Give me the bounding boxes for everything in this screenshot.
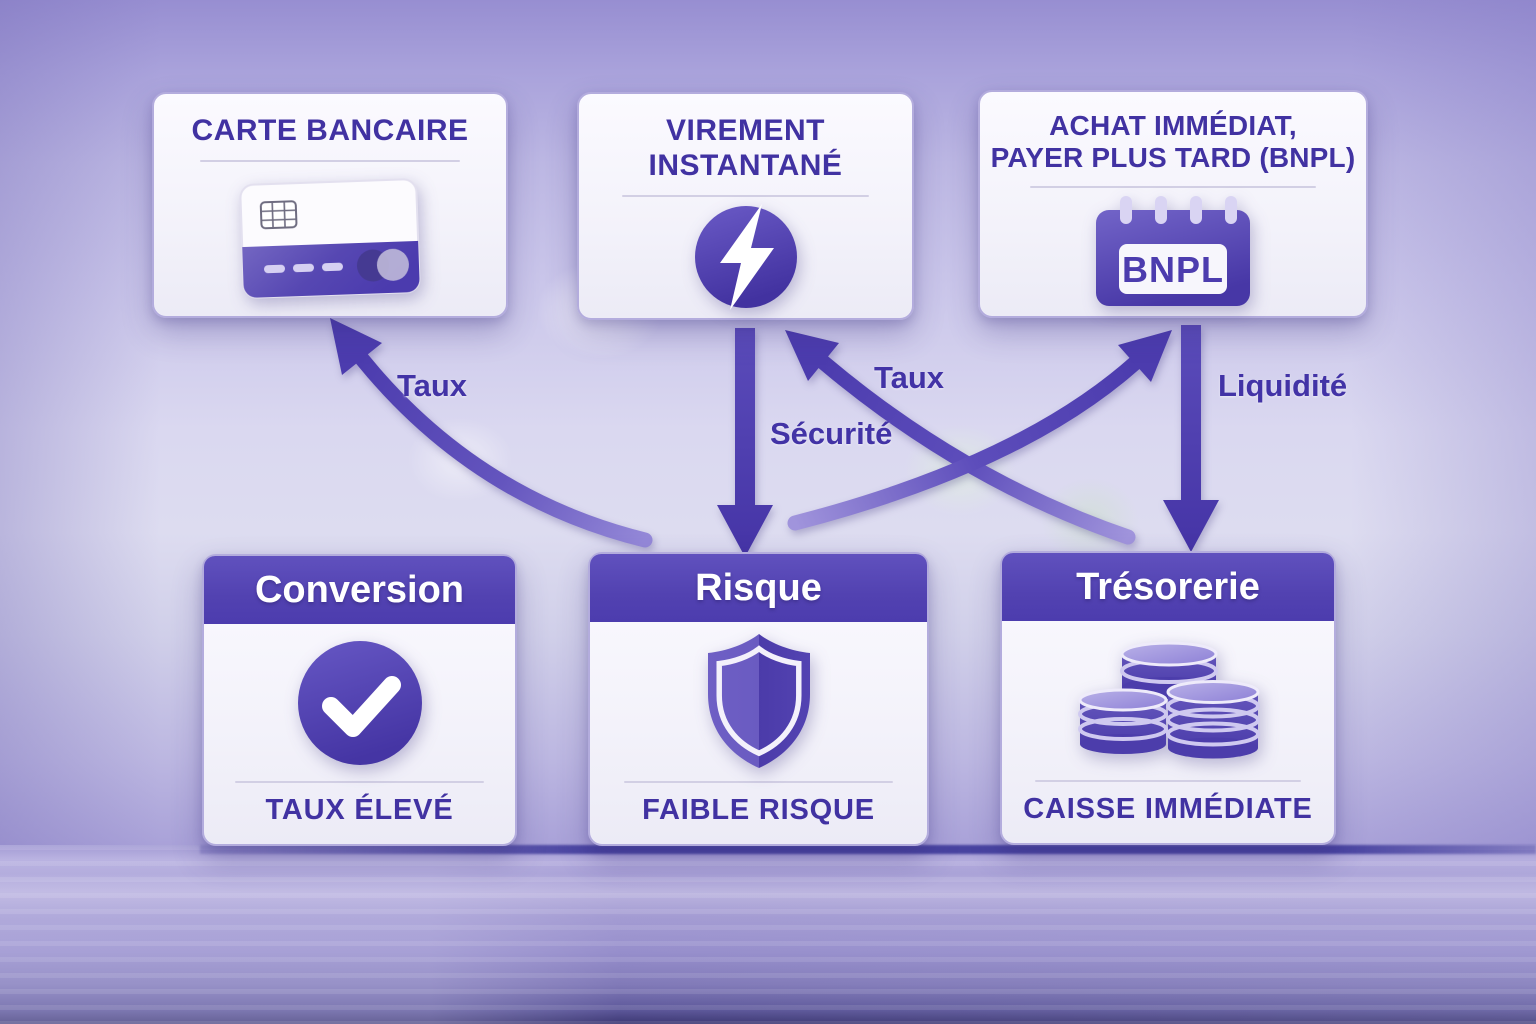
card-header-title: Trésorerie [1076,565,1260,608]
divider [199,159,461,162]
arrow-label-taux-right: Taux [874,360,945,395]
card-header-title: Conversion [254,568,465,611]
card-caption: TAUX ÉLEVÉ [265,794,454,826]
card-tresorerie: Trésorerie [1000,551,1336,845]
arrow-label-securite: Sécurité [770,416,893,451]
bnpl-calendar-icon: BNPL [1096,195,1250,306]
bnpl-calendar-label: BNPL [1122,249,1224,290]
divider [1035,780,1301,782]
card-title: VIREMENT INSTANTANÉ [649,114,843,184]
card-header: Risque [590,554,927,622]
card-header: Trésorerie [1002,553,1334,621]
card-carte-bancaire: CARTE BANCAIRE [152,92,508,318]
check-circle-icon [297,640,422,765]
coin-stack-left [1078,688,1168,754]
table-edge-line [200,845,1536,854]
card-achat-immediat-bnpl: ACHAT IMMÉDIAT, PAYER PLUS TARD (BNPL) B… [978,90,1368,318]
card-title-line1: ACHAT IMMÉDIAT, [1049,110,1297,141]
arrow-label-liquidite: Liquidité [1218,368,1348,403]
card-conversion: Conversion TAUX ÉLEVÉ [202,554,517,846]
card-caption: CAISSE IMMÉDIATE [1023,793,1313,825]
coin-stack-right [1166,679,1260,758]
arrow-virement-to-risque [717,328,773,557]
arrow-risque-to-carte-bancaire [330,318,653,548]
card-title-line1: VIREMENT [665,114,825,147]
card-header: Conversion [204,556,515,624]
shield-icon [707,633,810,768]
arrow-bnpl-to-tresorerie [1163,325,1219,552]
lightning-icon [694,204,797,311]
card-caption: FAIBLE RISQUE [642,794,875,826]
card-risque: Risque FAIBLE RISQUE [588,552,929,846]
card-title-line2: PAYER PLUS TARD (BNPL) [990,142,1356,174]
card-title-line1: CARTE BANCAIRE [191,114,469,147]
coins-icon [1078,641,1260,758]
card-title: CARTE BANCAIRE [192,114,469,149]
card-title: ACHAT IMMÉDIAT, PAYER PLUS TARD (BNPL) [991,110,1356,175]
divider [1030,185,1316,188]
divider [623,781,894,783]
card-header-title: Risque [695,566,822,609]
table-surface [0,845,1536,1024]
credit-card-icon [239,178,421,299]
arrow-label-taux-left: Taux [397,368,468,403]
divider [622,194,869,197]
arrow-risque-to-bnpl [787,330,1172,531]
card-virement-instantane: VIREMENT INSTANTANÉ [577,92,914,320]
divider [235,781,484,783]
card-title-line2: INSTANTANÉ [648,148,843,182]
